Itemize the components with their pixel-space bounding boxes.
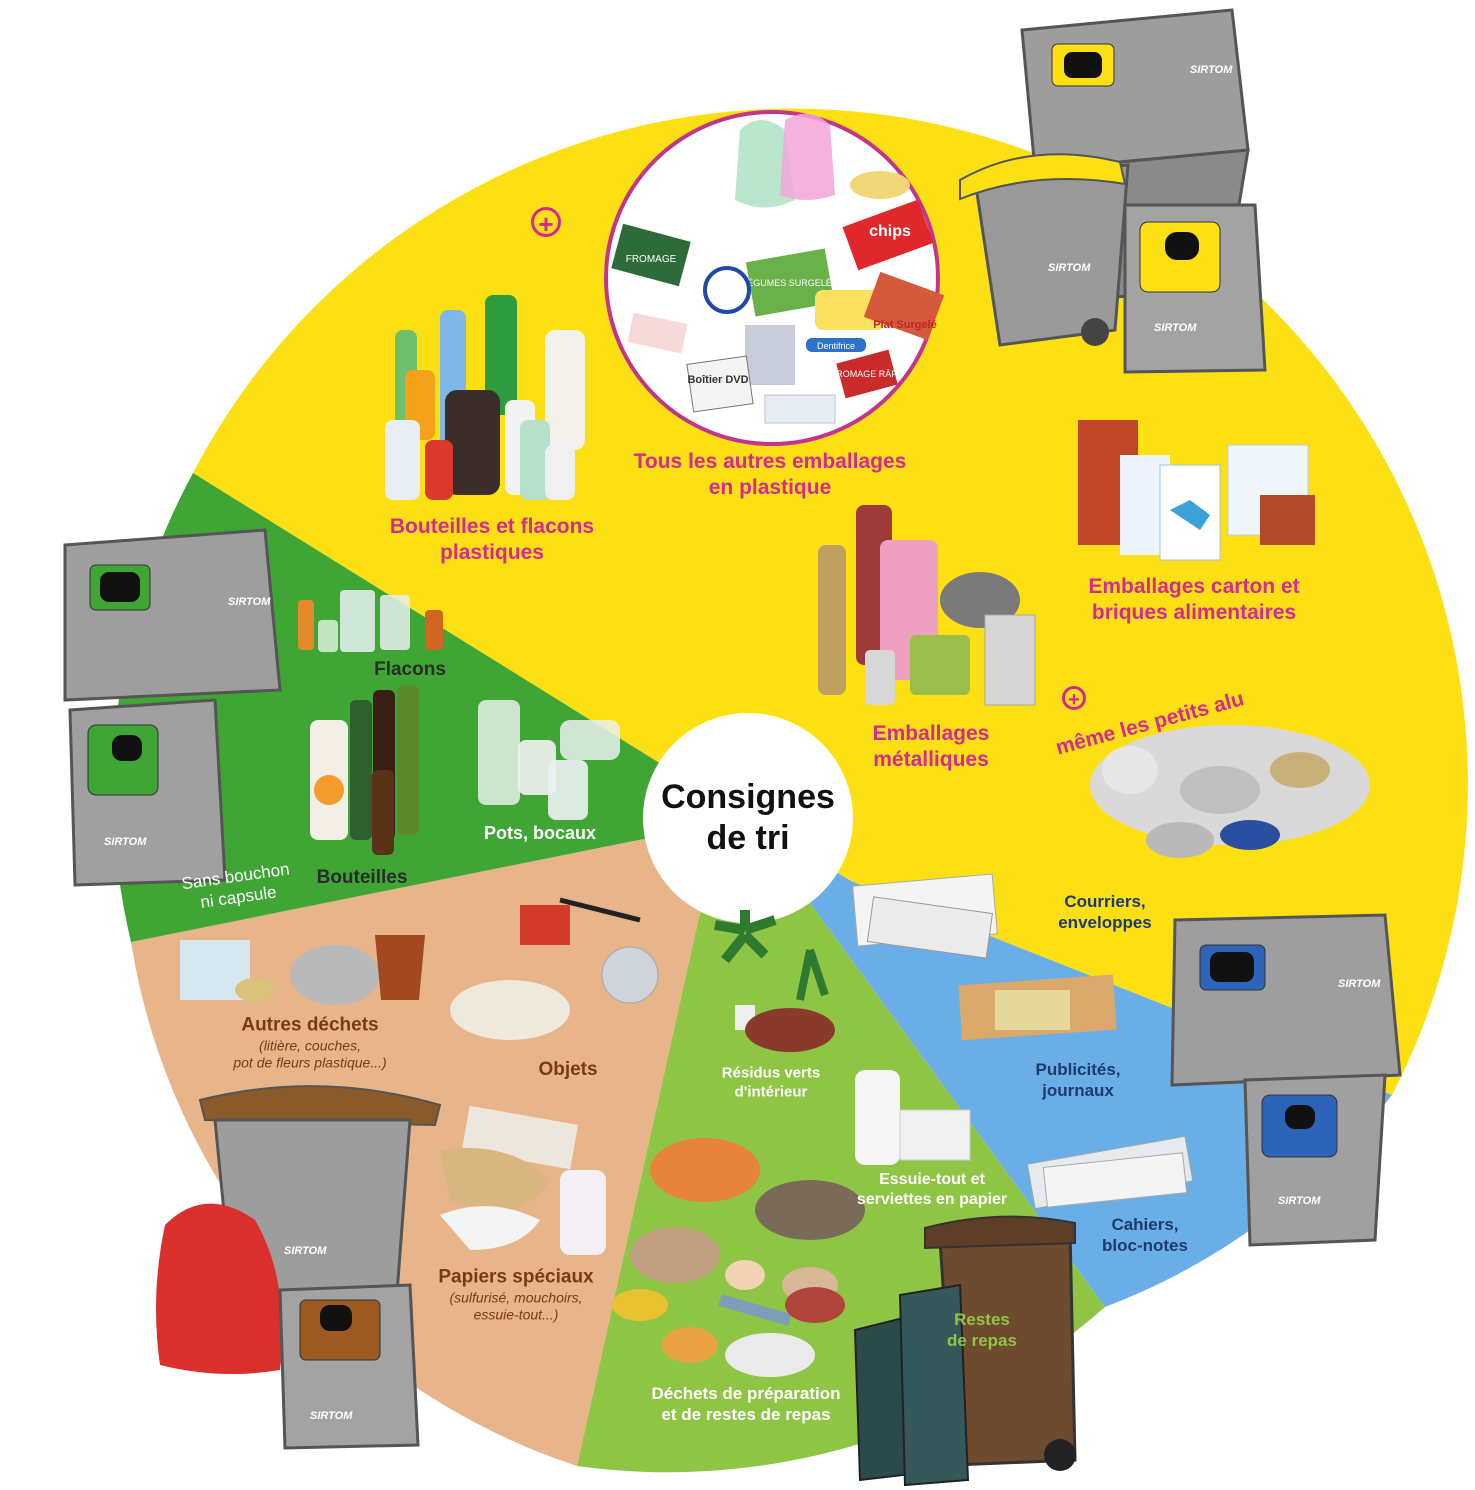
- green-bin: [63, 528, 282, 887]
- label-line: métalliques: [873, 748, 989, 771]
- label-mail: Courriers, enveloppes: [1058, 891, 1152, 934]
- sirtom-logo: SIRTOM: [1338, 978, 1381, 990]
- label-line: Publicités,: [1035, 1059, 1121, 1079]
- label-line: journaux: [1042, 1081, 1114, 1100]
- label-line: Courriers,: [1064, 891, 1146, 911]
- glass-images: [298, 590, 620, 855]
- label-title: Autres déchets: [241, 1014, 379, 1036]
- pack-label: FROMAGE RÂPÉ: [831, 369, 904, 379]
- cartons-image: [1078, 420, 1315, 561]
- label-plastic-bottles: Bouteilles et flacons plastiques: [390, 514, 594, 567]
- sirtom-logo: SIRTOM: [284, 1245, 327, 1257]
- center-title-line1: Consignes: [661, 778, 835, 817]
- center-circle: [643, 713, 853, 923]
- plastics-photo: FROMAGE chips LÉGUMES SURGELÉS Plat Surg…: [604, 110, 945, 446]
- label-jars: Pots, bocaux: [483, 822, 597, 843]
- compost-bins: [853, 1215, 1077, 1487]
- label-line: plastiques: [440, 541, 544, 564]
- label-other-waste: Autres déchets (litière, couches, pot de…: [233, 1014, 386, 1073]
- label-cartons: Emballages carton et briques alimentaire…: [1088, 574, 1299, 627]
- label-paper-towels: Essuie-tout et serviettes en papier: [857, 1170, 1007, 1210]
- label-line: Emballages carton et: [1088, 574, 1300, 598]
- label-detail: pot de fleurs plastique...): [233, 1054, 387, 1071]
- label-detail: essuie-tout...): [473, 1306, 559, 1323]
- label-line: Résidus verts: [721, 1064, 821, 1082]
- label-detail: (litière, couches,: [259, 1037, 361, 1054]
- center-title: Consignes de tri: [661, 777, 835, 859]
- label-line: Tous les autres emballages: [633, 449, 907, 473]
- label-line: en plastique: [708, 476, 832, 499]
- sirtom-logo: SIRTOM: [1190, 64, 1233, 76]
- label-detail: (sulfurisé, mouchoirs,: [449, 1289, 583, 1306]
- residual-waste-images: [180, 897, 659, 1255]
- sirtom-logo: SIRTOM: [1278, 1195, 1321, 1207]
- sirtom-logo: SIRTOM: [1154, 322, 1197, 334]
- label-bottles: Bouteilles: [316, 867, 408, 889]
- paper-images: [852, 873, 1194, 1210]
- yellow-bins: [959, 8, 1267, 374]
- pack-label: Boîtier DVD: [687, 374, 748, 386]
- sirtom-logo: SIRTOM: [1048, 262, 1091, 274]
- label-metal: Emballages métalliques: [873, 721, 990, 774]
- blue-bin: [1170, 913, 1402, 1247]
- label-prep-waste: Déchets de préparation et de restes de r…: [652, 1383, 841, 1426]
- pack-label: Dentifrice: [817, 341, 855, 351]
- plastic-bottles-image: [385, 295, 585, 500]
- label-line: Cahiers,: [1111, 1214, 1179, 1234]
- label-line: de repas: [947, 1331, 1017, 1350]
- label-line: serviettes en papier: [856, 1191, 1008, 1208]
- label-line: enveloppes: [1058, 913, 1152, 932]
- sirtom-logo: SIRTOM: [228, 596, 271, 608]
- label-other-plastics: Tous les autres emballages en plastique: [634, 449, 907, 502]
- label-line: Bouteilles et flacons: [389, 514, 595, 538]
- sirtom-logo: SIRTOM: [104, 836, 147, 848]
- sector-peach: [131, 818, 748, 1466]
- label-notebooks: Cahiers, bloc-notes: [1102, 1214, 1188, 1257]
- biowaste-images: [612, 910, 971, 1377]
- plus-icon: +: [531, 207, 561, 239]
- label-line: Restes: [954, 1309, 1010, 1329]
- label-line: briques alimentaires: [1091, 601, 1297, 624]
- label-meal-leftovers: Restes de repas: [947, 1309, 1017, 1352]
- label-title: Papiers spéciaux: [438, 1266, 594, 1288]
- label-flacons: Flacons: [374, 659, 446, 681]
- pack-label: Plat Surgelé: [873, 319, 937, 331]
- label-line: et de restes de repas: [661, 1405, 831, 1424]
- pack-label: FROMAGE: [626, 254, 677, 265]
- label-objects: Objets: [538, 1059, 598, 1081]
- pack-label: chips: [869, 223, 911, 240]
- label-line: Emballages: [872, 721, 990, 745]
- brown-bins: [156, 1085, 442, 1450]
- label-line: Déchets de préparation: [651, 1383, 841, 1403]
- sirtom-logo: SIRTOM: [310, 1410, 353, 1422]
- metal-packaging-image: [818, 505, 1036, 706]
- pack-label: LÉGUMES SURGELÉS: [742, 278, 838, 288]
- plus-icon: +: [1062, 686, 1086, 711]
- label-ads: Publicités, journaux: [1035, 1059, 1120, 1102]
- small-alu-image: [1090, 725, 1370, 858]
- label-green-residues: Résidus verts d'intérieur: [722, 1064, 820, 1102]
- center-title-line2: de tri: [706, 819, 790, 857]
- label-line: Essuie-tout et: [879, 1171, 985, 1188]
- label-line: d'intérieur: [734, 1083, 808, 1100]
- label-special-papers: Papiers spéciaux (sulfurisé, mouchoirs, …: [438, 1266, 593, 1325]
- label-line: bloc-notes: [1102, 1236, 1188, 1255]
